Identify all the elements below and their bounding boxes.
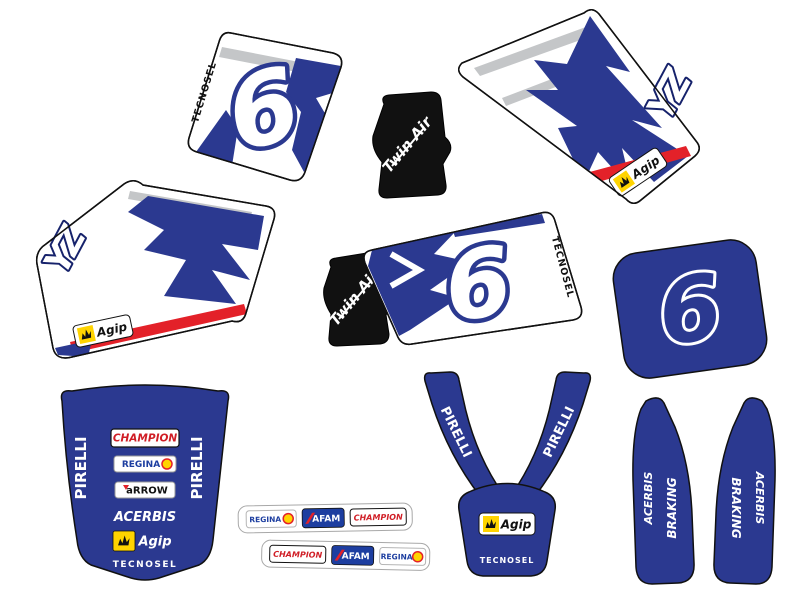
champion-wordmark: CHAMPION: [354, 513, 404, 523]
arrow-logo: aRROW: [114, 481, 176, 499]
braking-logo: BRAKING: [729, 477, 743, 538]
regina-logo: REGINA: [113, 455, 177, 473]
fork-guard-left: ACERBIS BRAKING: [632, 397, 695, 585]
afam-sticker: AFAM: [331, 545, 375, 566]
braking-logo: BRAKING: [665, 477, 679, 538]
shroud-top-right: YZ Agip: [457, 8, 703, 205]
champion-sticker: CHAMPION: [269, 544, 327, 564]
number-plate-base: [612, 239, 768, 379]
champion-logo: CHAMPION: [110, 428, 180, 448]
fork-guard-right: BRAKING ACERBIS: [713, 397, 776, 585]
blue-splash: [526, 16, 688, 190]
arrow-box: [114, 481, 176, 499]
sticker-strip-1: REGINA AFAM CHAMPION: [237, 502, 413, 534]
shroud-top-left: 6 TECNOSEL: [187, 31, 343, 182]
white-chevron: [389, 251, 426, 289]
blue-splash: [286, 58, 341, 172]
tecnosel-logo: TECNOSEL: [480, 556, 535, 565]
agip-logo: Agip: [478, 512, 536, 536]
sticker-strip-2: CHAMPION AFAM REGINA: [261, 539, 431, 571]
agip-wordmark: Agip: [137, 535, 171, 550]
pirelli-logo: PIRELLI: [72, 436, 90, 499]
afam-wordmark: AFAM: [312, 514, 340, 524]
acerbis-logo: ACERBIS: [113, 510, 176, 525]
agip-wordmark: Agip: [500, 518, 532, 532]
shroud-mid-left-graphics: [55, 191, 264, 357]
arrow-triangle-icon: [123, 485, 129, 490]
afam-slash-icon: [334, 549, 345, 561]
rear-fender: PIRELLI PIRELLI Agip TECNOSEL: [423, 371, 592, 577]
afam-wordmark: AFAM: [342, 552, 370, 563]
champion-wordmark: CHAMPION: [113, 433, 178, 445]
agip-logo: Agip: [112, 530, 172, 552]
champion-wordmark: CHAMPION: [273, 550, 323, 560]
regina-emblem-icon: [411, 551, 424, 563]
blue-streak: [452, 214, 545, 237]
champion-box: [349, 507, 407, 527]
arrow-wordmark: aRROW: [126, 486, 168, 497]
champion-box: [110, 428, 180, 448]
silver-streak: [474, 24, 600, 76]
agip-wordmark: Agip: [95, 320, 129, 340]
blue-splash: [128, 196, 264, 304]
regina-sticker: REGINA: [379, 547, 427, 566]
twin-air-underline: [391, 127, 425, 167]
front-fender: PIRELLI PIRELLI CHAMPION REGINA aRROW AC…: [60, 384, 230, 581]
regina-wordmark: REGINA: [122, 460, 160, 470]
regina-emblem-icon: [161, 458, 173, 470]
regina-box: [245, 509, 297, 529]
champion-sticker: CHAMPION: [349, 507, 407, 527]
shroud-mid-right-graphics: [368, 214, 545, 336]
regina-emblem-icon: [282, 512, 294, 525]
twin-air-underline: [338, 280, 372, 320]
shroud-mid-right: 6 TECNOSEL: [363, 211, 583, 349]
red-stripe: [70, 304, 247, 353]
airbox-decal-top: Twin Air: [372, 91, 452, 199]
regina-wordmark: REGINA: [249, 515, 281, 525]
acerbis-logo: ACERBIS: [753, 471, 766, 525]
regina-sticker: REGINA: [245, 509, 297, 529]
pirelli-logo: PIRELLI: [188, 436, 206, 499]
agip-logo: Agip: [72, 314, 134, 348]
regina-wordmark: REGINA: [381, 552, 413, 562]
tecnosel-logo: TECNOSEL: [113, 560, 177, 570]
afam-slash-icon: [305, 512, 316, 524]
afam-sticker: AFAM: [301, 507, 345, 529]
shroud-mid-left: YZ Agip: [34, 179, 276, 359]
acerbis-logo: ACERBIS: [642, 472, 655, 526]
regina-box: [113, 455, 177, 473]
champion-box: [269, 544, 327, 564]
front-number-plate: 6: [612, 239, 768, 379]
